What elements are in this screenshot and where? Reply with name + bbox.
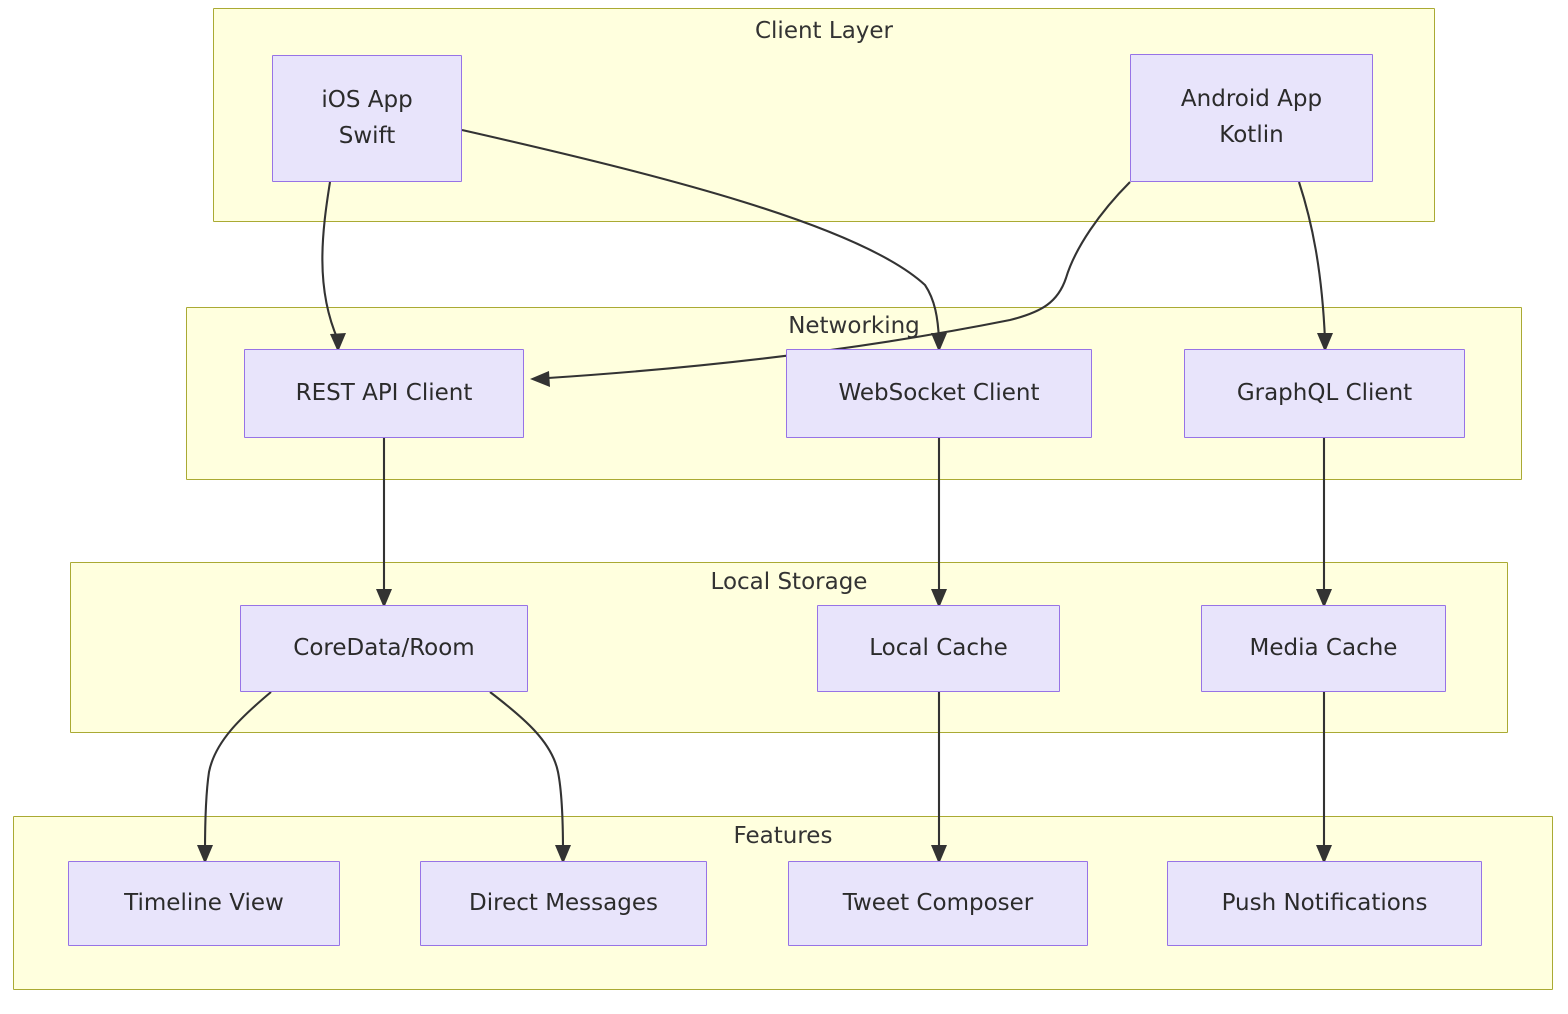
node-local-cache[interactable]: Local Cache — [817, 605, 1060, 692]
node-media-cache[interactable]: Media Cache — [1201, 605, 1446, 692]
node-media-cache-label: Media Cache — [1249, 634, 1398, 661]
node-websocket-client[interactable]: WebSocket Client — [786, 349, 1092, 438]
node-timeline-view[interactable]: Timeline View — [68, 861, 340, 946]
node-coredata-room-label: CoreData/Room — [293, 634, 475, 661]
node-direct-messages[interactable]: Direct Messages — [420, 861, 707, 946]
node-direct-messages-label: Direct Messages — [469, 889, 658, 916]
node-push-notifications[interactable]: Push Notifications — [1167, 861, 1482, 946]
node-coredata-room[interactable]: CoreData/Room — [240, 605, 528, 692]
node-websocket-client-label: WebSocket Client — [838, 379, 1040, 406]
node-rest-api-client-label: REST API Client — [295, 379, 473, 406]
node-android-app-label-line1: Android App — [1180, 86, 1323, 113]
node-push-notifications-label: Push Notifications — [1221, 889, 1428, 916]
cluster-title-networking: Networking — [788, 313, 920, 339]
node-ios-app[interactable]: iOS App Swift — [272, 55, 462, 182]
node-ios-app-label-line2: Swift — [338, 122, 396, 149]
node-ios-app-label-line1: iOS App — [321, 86, 413, 113]
node-android-app[interactable]: Android App Kotlin — [1130, 54, 1373, 182]
node-tweet-composer-label: Tweet Composer — [842, 889, 1034, 916]
node-rest-api-client[interactable]: REST API Client — [244, 349, 524, 438]
node-graphql-client[interactable]: GraphQL Client — [1184, 349, 1465, 438]
node-android-app-label-line2: Kotlin — [1219, 122, 1284, 148]
cluster-title-client-layer: Client Layer — [754, 18, 894, 44]
node-graphql-client-label: GraphQL Client — [1236, 379, 1413, 406]
cluster-title-local-storage: Local Storage — [710, 569, 868, 595]
node-local-cache-label: Local Cache — [869, 634, 1008, 661]
node-tweet-composer[interactable]: Tweet Composer — [788, 861, 1088, 946]
node-timeline-view-label: Timeline View — [124, 889, 284, 916]
cluster-title-features: Features — [733, 823, 833, 849]
